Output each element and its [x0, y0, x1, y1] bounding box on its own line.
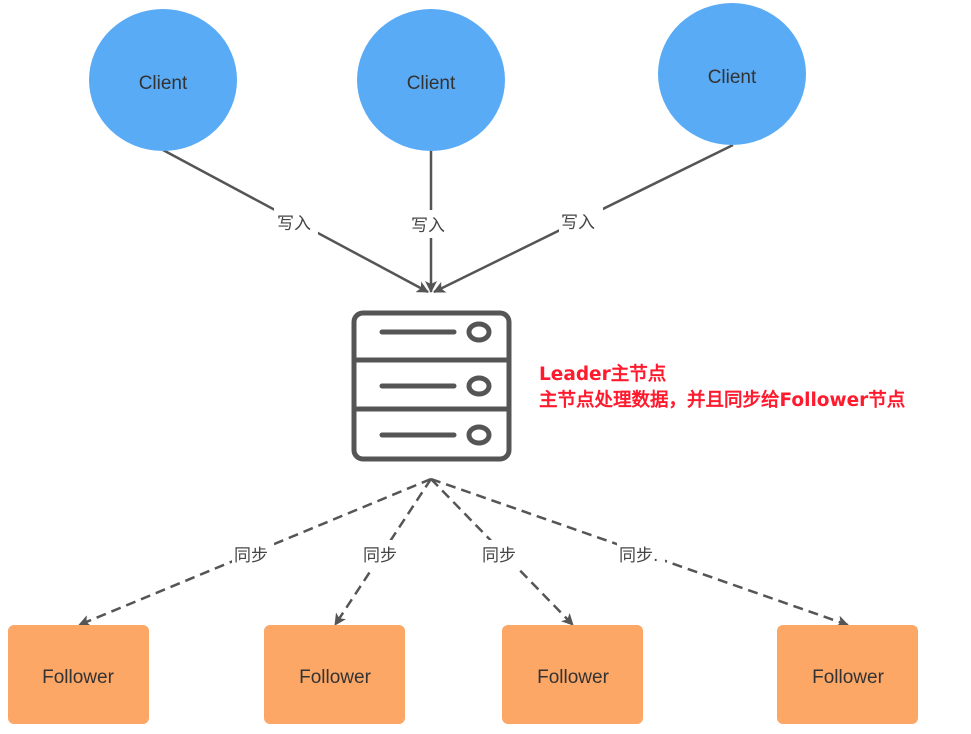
follower-label-2: Follower: [299, 667, 371, 688]
write-label-3: 写入: [561, 213, 595, 233]
client-node-3[interactable]: Client: [658, 3, 806, 145]
client-label-3: Client: [708, 67, 757, 88]
leader-note-line2: 主节点处理数据，并且同步给Follower节点: [539, 390, 906, 411]
leader-annotation: Leader主节点 主节点处理数据，并且同步给Follower节点: [539, 362, 905, 414]
follower-node-1[interactable]: Follower: [8, 625, 149, 724]
sync-label-3: 同步: [482, 546, 516, 566]
leader-note-line1: Leader主节点: [539, 364, 667, 385]
follower-node-3[interactable]: Follower: [502, 625, 643, 724]
follower-node-4[interactable]: Follower: [777, 625, 918, 724]
write-label-1: 写入: [277, 214, 311, 234]
sync-edge-4: [430, 477, 849, 628]
server-icon[interactable]: [351, 310, 512, 462]
follower-node-2[interactable]: Follower: [264, 625, 405, 724]
follower-label-3: Follower: [537, 667, 609, 688]
follower-label-1: Follower: [42, 667, 114, 688]
sync-label-2: 同步: [363, 546, 397, 566]
follower-label-4: Follower: [812, 667, 884, 688]
sync-label-1: 同步: [234, 546, 268, 566]
sync-edges: 同步 同步 同步 同步.: [78, 477, 849, 628]
sync-label-4: 同步.: [619, 546, 658, 566]
client-label-2: Client: [407, 73, 456, 94]
write-label-2: 写入: [411, 216, 445, 236]
client-label-1: Client: [139, 73, 188, 94]
client-node-1[interactable]: Client: [89, 9, 237, 151]
write-edges: 写入 写入 写入: [162, 143, 734, 294]
client-node-2[interactable]: Client: [357, 9, 505, 151]
